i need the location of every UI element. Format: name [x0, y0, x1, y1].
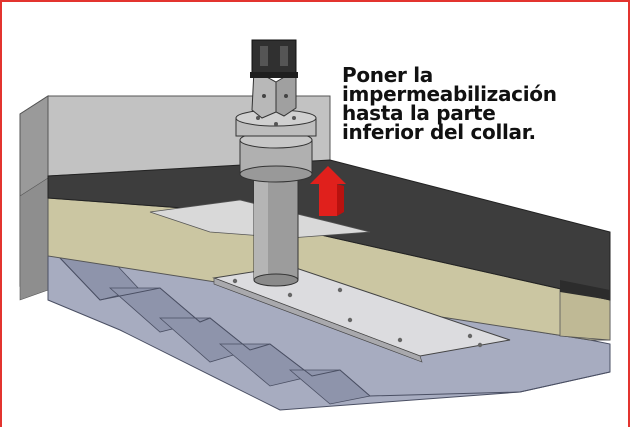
steel-deck: [47, 253, 611, 411]
up-arrow-icon: [310, 166, 346, 216]
base-plate: [212, 265, 511, 363]
caption-line: hasta la parte: [342, 101, 496, 125]
caption-line: Poner la: [342, 63, 433, 87]
caption-line: inferior del collar.: [342, 120, 536, 144]
caption-line: impermeabilización: [342, 82, 557, 106]
frame-border-right: [628, 0, 630, 427]
frame-border-left: [0, 0, 2, 427]
anchor-head: [250, 39, 298, 119]
insulation-layer: [47, 197, 611, 341]
frame-border-top: [0, 0, 630, 2]
support-column: [235, 109, 317, 287]
instruction-caption: Poner la impermeabilización hasta la par…: [342, 63, 612, 144]
